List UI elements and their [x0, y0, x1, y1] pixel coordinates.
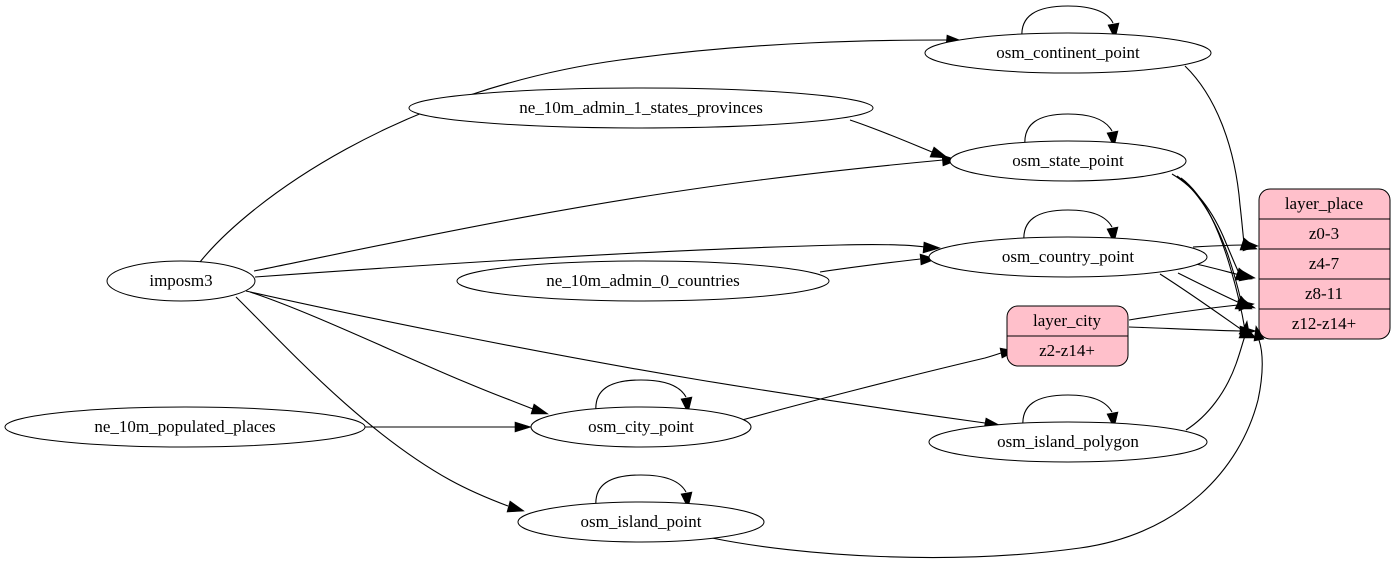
node-layer_city[interactable]: layer_city z2-z14+ [1006, 305, 1129, 367]
node-layer: imposm3 ne_10m_admin_1_states_provinces … [4, 32, 1391, 543]
edge-imposm3-to-osm_country_point [254, 241, 941, 278]
edge-osm_continent_point-to-layer_place-z0-3 [1184, 65, 1258, 251]
node-osm_island_point[interactable]: osm_island_point [517, 501, 765, 543]
edge-layer [199, 5, 1265, 559]
edge-osm_city_point-to-layer_city-z2-z14 [741, 347, 1017, 421]
edge-layer_city-to-layer_place-z12-z14 [1128, 325, 1258, 337]
node-osm_country_point[interactable]: osm_country_point [928, 236, 1208, 278]
node-osm_island_polygon[interactable]: osm_island_polygon [928, 421, 1208, 463]
edge-osm_country_point-to-layer_place-z4-7 [1195, 263, 1256, 282]
edge-osm_country_point-to-layer_place-z0-3 [1192, 239, 1259, 252]
edge-osm_island_polygon-to-layer_place-z12-z14 [1185, 320, 1251, 431]
edge-layer_city-to-layer_place-z8-11 [1128, 299, 1255, 321]
edge-ne_10m_admin_0_countries-to-osm_country_point [819, 253, 937, 273]
node-osm_state_point[interactable]: osm_state_point [949, 140, 1187, 182]
edge-imposm3-to-osm_island_point [235, 296, 525, 513]
self-loop-osm_island_point [595, 474, 693, 509]
edge-imposm3-to-osm_continent_point [199, 34, 963, 263]
self-loop-osm_state_point [1024, 113, 1119, 148]
node-osm_continent_point[interactable]: osm_continent_point [924, 32, 1212, 74]
node-ne_10m_populated_places[interactable]: ne_10m_populated_places [4, 406, 366, 448]
node-ne_10m_admin_1_states_provinces[interactable]: ne_10m_admin_1_states_provinces [408, 87, 874, 129]
node-osm_city_point[interactable]: osm_city_point [530, 406, 752, 448]
self-loop-osm_continent_point [1021, 5, 1120, 40]
edge-ne_10m_populated_places-to-osm_city_point [365, 421, 533, 433]
edge-osm_state_point-to-layer_place-z8-11 [1176, 175, 1253, 310]
edge-ne_10m_admin_1_states_provinces-to-osm_state_point [849, 119, 949, 159]
node-layer_place[interactable]: layer_place z0-3 z4-7 z8-11 z12-z14+ [1258, 188, 1391, 340]
self-loop-osm_island_polygon [1022, 394, 1119, 429]
node-imposm3[interactable]: imposm3 [106, 260, 256, 302]
edge-imposm3-to-osm_city_point [249, 291, 549, 415]
self-loop-osm_country_point [1023, 209, 1119, 244]
node-ne_10m_admin_0_countries[interactable]: ne_10m_admin_0_countries [456, 260, 830, 302]
edge-imposm3-to-osm_state_point [253, 154, 959, 272]
self-loop-osm_city_point [595, 379, 693, 414]
